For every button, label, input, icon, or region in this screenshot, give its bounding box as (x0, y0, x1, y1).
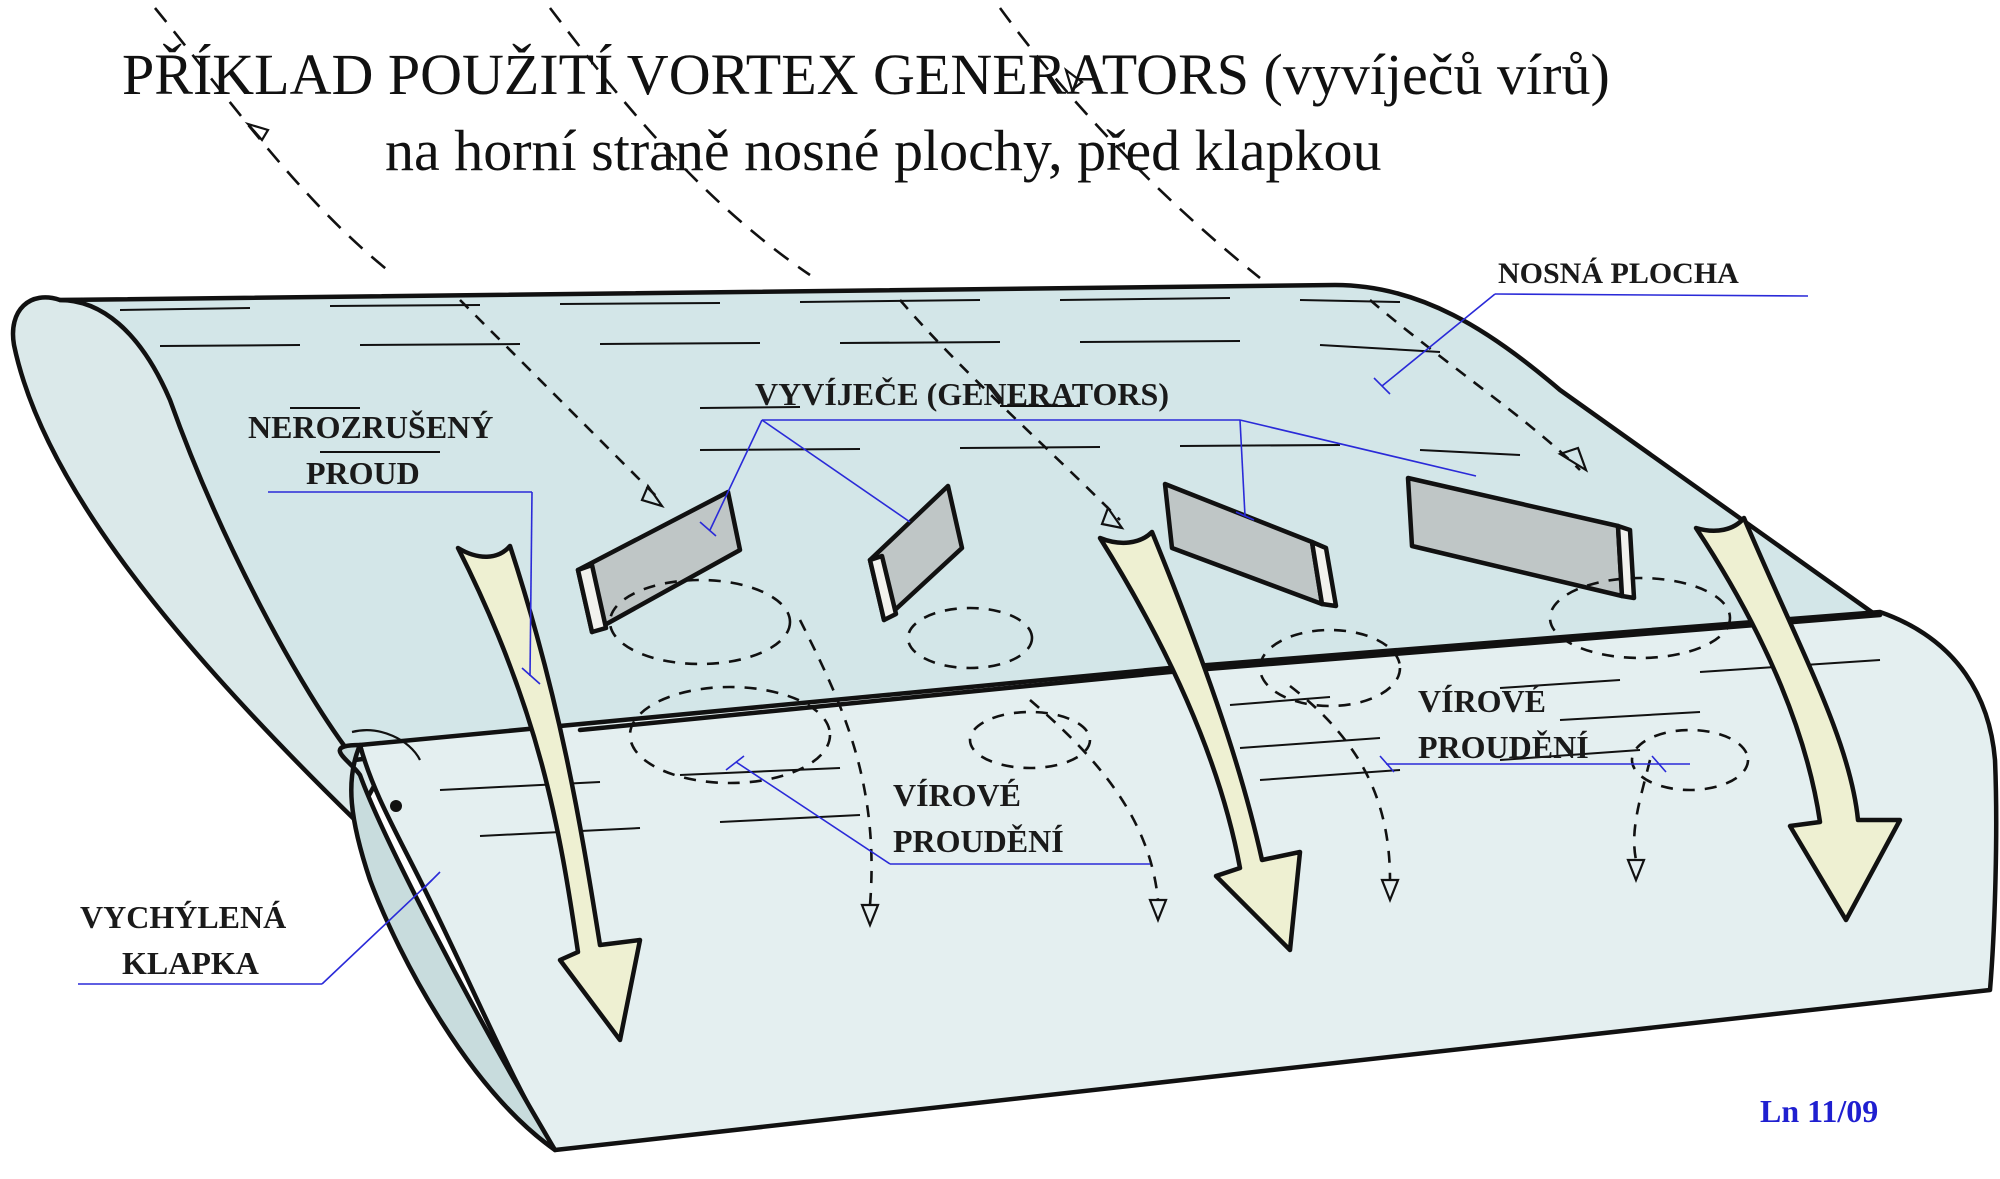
flow-arrow-1 (455, 543, 643, 1043)
label-vortex-left-line2: PROUDĚNÍ (893, 823, 1064, 859)
label-vortex-left-line1: VÍROVÉ (893, 777, 1021, 813)
label-undisturbed-line1: NEROZRUŠENÝ (248, 409, 493, 445)
wing-surface-lines (119, 297, 1521, 456)
vortex-generator-2 (867, 483, 965, 623)
incoming-streamlines (153, 7, 1261, 280)
flap-side-profile (337, 742, 558, 1153)
label-wing: NOSNÁ PLOCHA (1498, 257, 1739, 290)
flow-arrow-2 (1097, 529, 1303, 953)
deflected-flap (337, 609, 1999, 1153)
label-undisturbed-line2: PROUD (306, 455, 420, 491)
label-flap-line2: KLAPKA (122, 945, 259, 981)
title-line-1: PŘÍKLAD POUŽITÍ VORTEX GENERATORS (vyvíj… (122, 42, 1610, 107)
wing-trailing-edge (577, 612, 1883, 733)
label-generators: VYVÍJEČE (GENERATORS) (755, 376, 1169, 412)
vortex-generator-1 (575, 489, 743, 635)
vortex-generators (575, 475, 1637, 635)
vortex-generator-4 (1405, 475, 1637, 601)
author-signature: Ln 11/09 (1760, 1093, 1878, 1129)
flap-hinge-point (390, 800, 402, 812)
label-flap-line1: VYCHÝLENÁ (80, 899, 286, 935)
labels: NOSNÁ PLOCHA VYVÍJEČE (GENERATORS) NEROZ… (80, 257, 1739, 981)
undisturbed-flow-arrows (455, 515, 1903, 1043)
title-line-2: na horní straně nosné plochy, před klapk… (385, 118, 1381, 183)
flap-surface-lines (439, 659, 1881, 837)
label-vortex-right-line1: VÍROVÉ (1418, 683, 1546, 719)
vortex-streamlines (459, 299, 1750, 928)
flow-arrow-3 (1693, 515, 1903, 923)
label-vortex-right-line2: PROUDĚNÍ (1418, 729, 1589, 765)
leader-lines (78, 293, 1809, 985)
flap-surface (357, 609, 1999, 1153)
vortex-generator-3 (1162, 481, 1339, 609)
